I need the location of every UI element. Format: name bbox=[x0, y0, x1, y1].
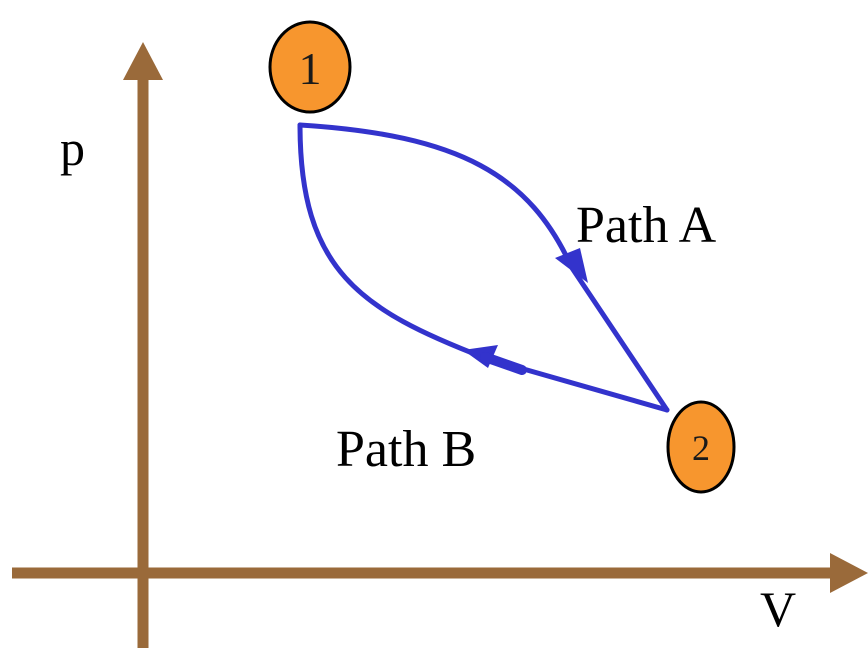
state-2-circle bbox=[666, 400, 736, 494]
path-a-label: Path A bbox=[576, 197, 717, 254]
x-axis-label: V bbox=[760, 581, 796, 637]
process-paths bbox=[297, 122, 670, 413]
path-a-arrowhead bbox=[555, 248, 588, 283]
state-2-marker: 2 bbox=[666, 400, 736, 494]
state-2-label: 2 bbox=[692, 428, 710, 468]
x-axis-arrowhead bbox=[830, 553, 868, 593]
path-a-curve bbox=[297, 122, 670, 413]
y-axis-arrowhead bbox=[123, 42, 163, 80]
state-1-label: 1 bbox=[299, 43, 322, 94]
path-b-label: Path B bbox=[336, 421, 476, 478]
state-1-marker: 1 bbox=[268, 20, 352, 114]
axes bbox=[12, 42, 868, 648]
state-1-circle bbox=[268, 20, 352, 114]
y-axis-label: p bbox=[60, 120, 85, 176]
path-b-curve bbox=[297, 122, 670, 413]
path-b-arrow-shaft bbox=[480, 352, 527, 375]
